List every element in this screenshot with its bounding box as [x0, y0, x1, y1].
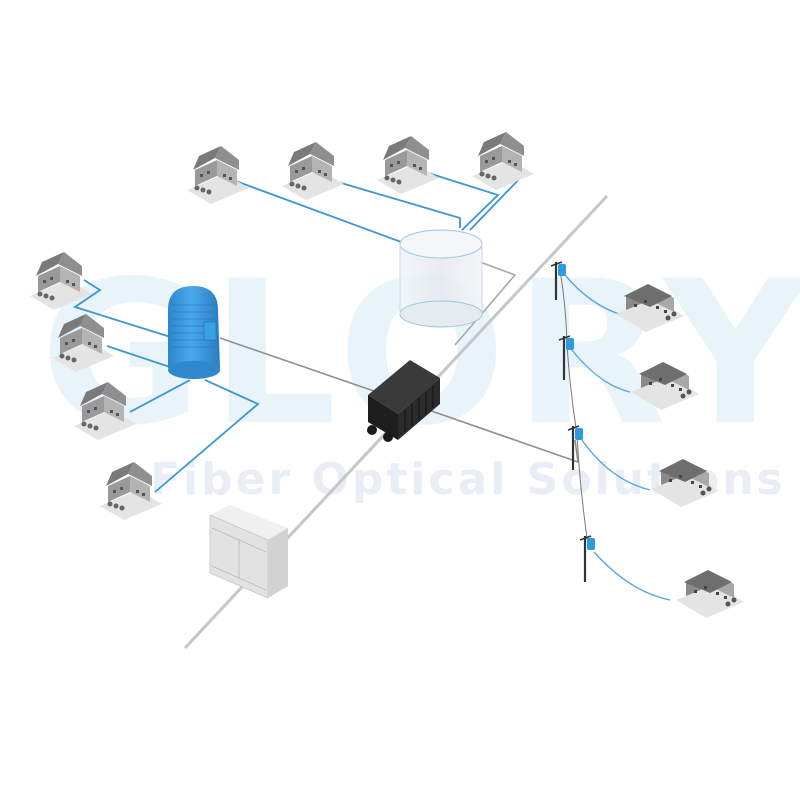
drop-cable-top-3 [424, 171, 500, 231]
underground-vault [399, 229, 483, 328]
aerial-messenger-cable [559, 269, 589, 546]
drop-cable-left-4 [154, 379, 260, 493]
house-left-3 [74, 382, 136, 440]
drop-cable-top-2 [330, 179, 461, 228]
inline-splice-closure [367, 360, 440, 442]
house-top-1 [187, 146, 249, 204]
street-cabinet [209, 505, 288, 599]
house-top-2 [282, 142, 344, 200]
house-right-4 [676, 570, 744, 618]
aerial-drop-1 [564, 274, 623, 316]
house-left-4 [100, 462, 162, 520]
feeder-cable-to-pole [219, 337, 579, 464]
dome-splice-closure [168, 286, 220, 379]
aerial-drop-2 [571, 349, 631, 393]
house-right-3 [651, 459, 719, 507]
pole-2 [558, 335, 574, 380]
drop-cable-left-1 [72, 279, 181, 341]
house-right-1 [616, 284, 684, 332]
aerial-drop-3 [581, 439, 651, 491]
house-left-2 [52, 314, 114, 372]
house-right-2 [631, 362, 699, 410]
pole-3 [567, 425, 583, 470]
pole-4 [579, 535, 595, 582]
aerial-drop-4 [593, 551, 671, 601]
house-top-3 [377, 136, 439, 194]
drop-cable-left-3 [129, 379, 191, 413]
pole-1 [550, 261, 566, 300]
drop-cable-top-1 [232, 179, 413, 247]
house-top-4 [472, 132, 534, 190]
